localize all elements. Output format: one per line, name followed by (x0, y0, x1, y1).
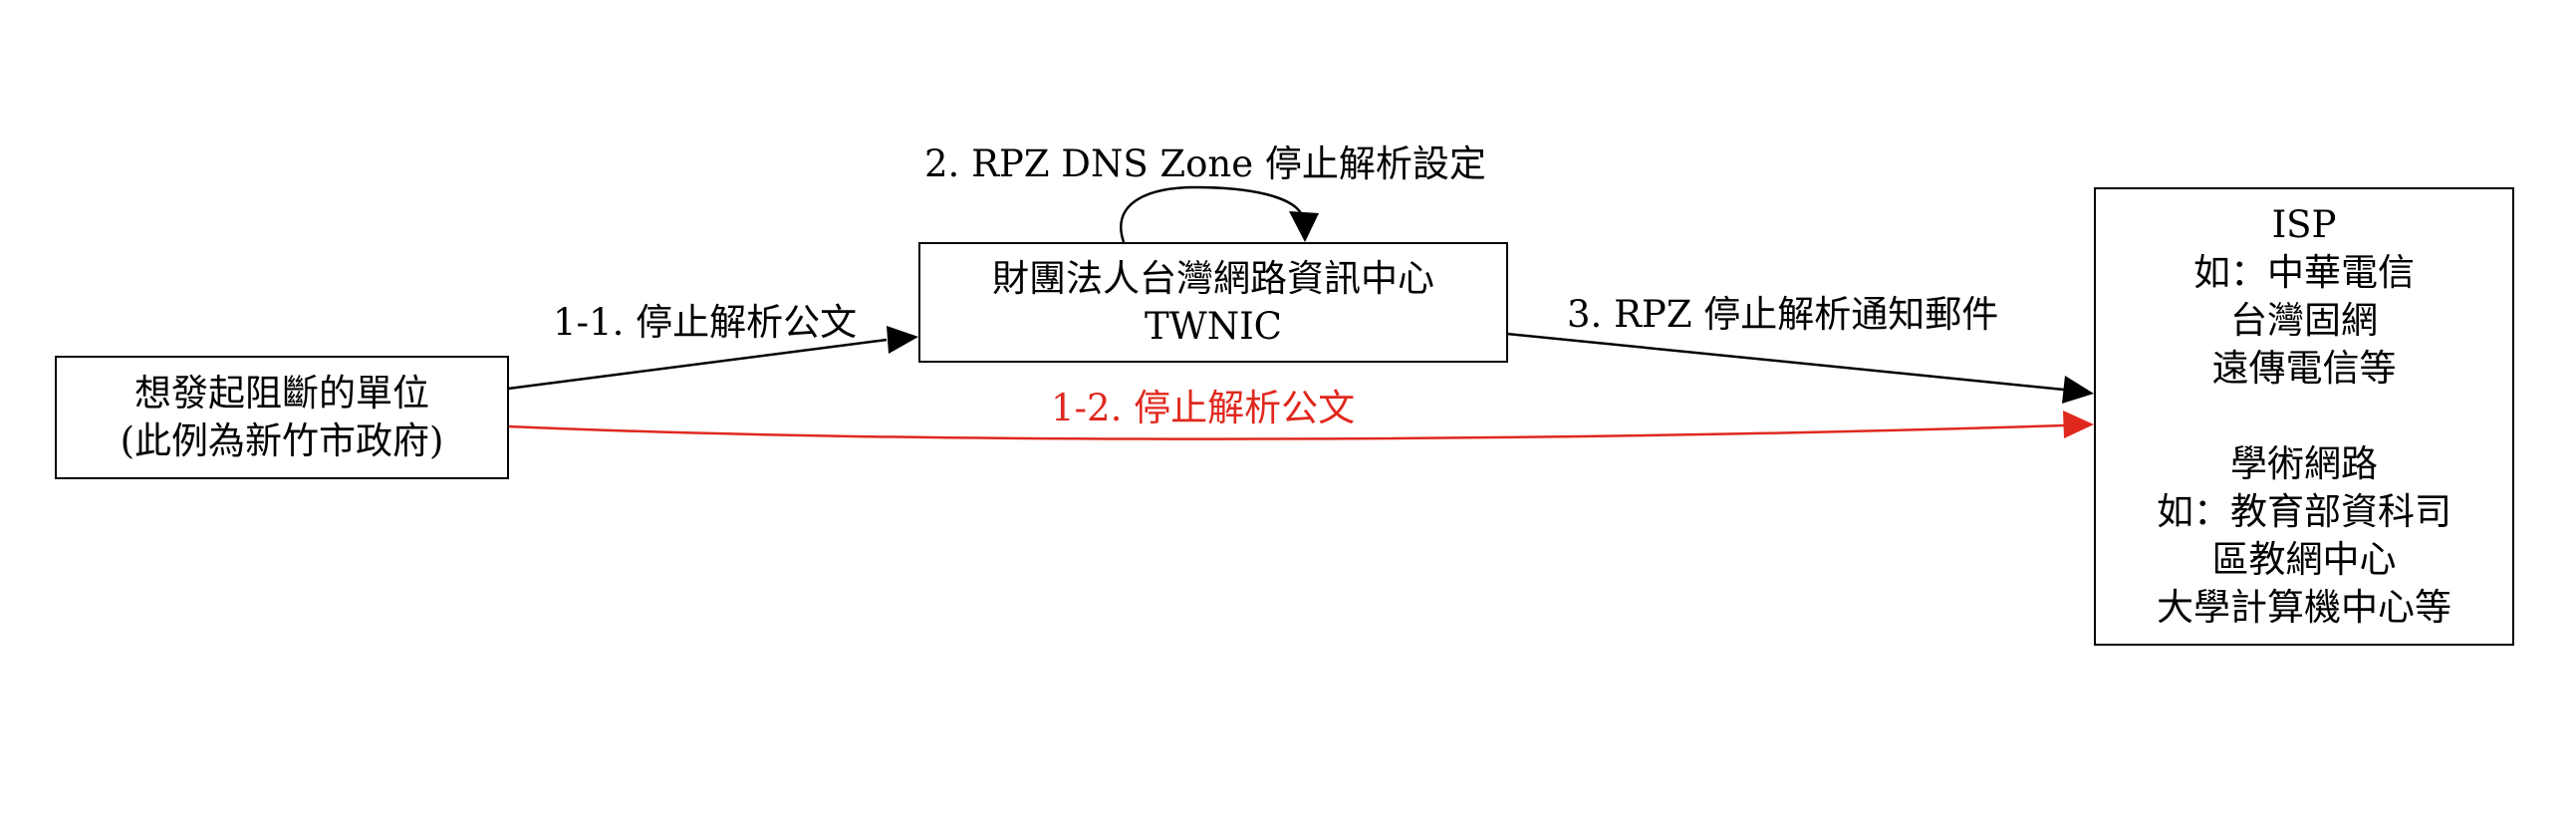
node-twnic-line-2: TWNIC (1144, 304, 1282, 348)
node-initiator-line-2: (此例為新竹市政府) (120, 419, 444, 462)
node-isp-line-3: 台灣固網 (2230, 299, 2378, 342)
edge-1-1-label: 1-1. 停止解析公文 (553, 301, 858, 344)
node-initiator-line-1: 想發起阻斷的單位 (134, 372, 429, 414)
node-isp-line-8: 區教網中心 (2211, 538, 2397, 581)
edge-2-arrowhead (1289, 211, 1319, 242)
node-isp-line-9: 大學計算機中心等 (2157, 586, 2451, 629)
edge-1-1-line (507, 338, 888, 391)
node-isp-line-2: 如：中華電信 (2193, 251, 2415, 294)
node-isp-line-4: 遠傳電信等 (2211, 347, 2397, 390)
node-isp-line-6: 學術網路 (2230, 442, 2378, 485)
edge-3-arrowhead (2062, 376, 2094, 404)
edge-1-2-line (507, 423, 2065, 440)
edge-1-2-label: 1-2. 停止解析公文 (1051, 387, 1356, 429)
edge-3-label: 3. RPZ 停止解析通知郵件 (1567, 293, 1999, 336)
node-isp-line-7: 如：教育部資科司 (2157, 490, 2451, 533)
edge-2-label: 2. RPZ DNS Zone 停止解析設定 (924, 142, 1486, 185)
edge-1-2-arrowhead (2063, 411, 2094, 438)
edge-3-line (1506, 332, 2065, 392)
node-twnic: 財團法人台灣網路資訊中心 TWNIC (918, 242, 1508, 363)
edge-1-1-arrowhead (887, 326, 918, 354)
node-initiator: 想發起阻斷的單位 (此例為新竹市政府) (55, 356, 509, 479)
edge-2-loop (1120, 185, 1305, 243)
node-isp: ISP 如：中華電信 台灣固網 遠傳電信等 學術網路 如：教育部資科司 區教網中… (2094, 187, 2514, 646)
node-twnic-line-1: 財團法人台灣網路資訊中心 (992, 256, 1434, 300)
node-isp-line-1: ISP (2271, 203, 2337, 246)
